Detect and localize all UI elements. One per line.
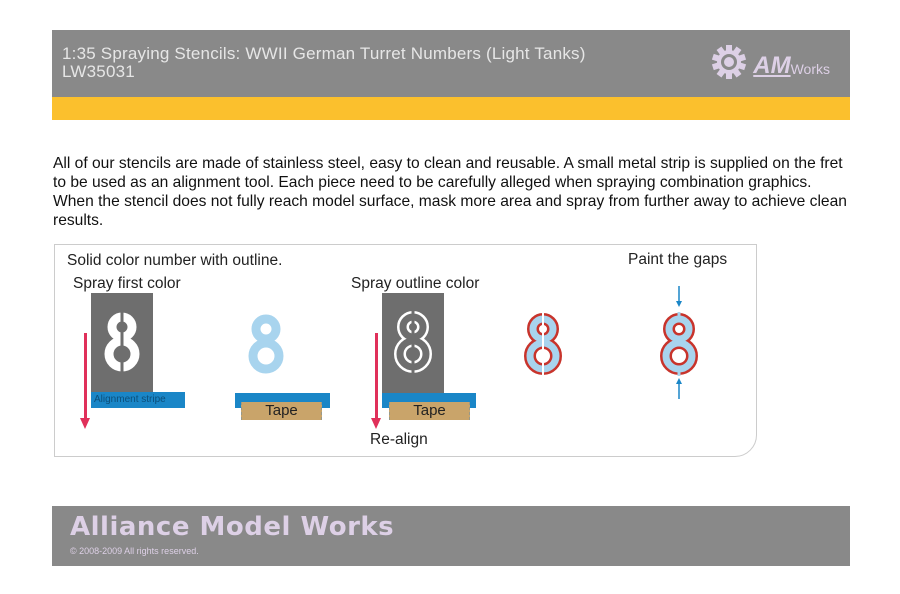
intro-paragraph: All of our stencils are made of stainles… (53, 155, 847, 229)
brand-logo: AM Works (711, 44, 830, 80)
company-name: Alliance Model Works (70, 512, 395, 542)
tape: Tape (389, 402, 470, 420)
down-arrow-icon (371, 333, 381, 429)
footer-bar: Alliance Model Works © 2008-2009 All rig… (52, 506, 850, 566)
gear-icon (712, 45, 747, 79)
step2-label: Spray outline color (351, 275, 480, 292)
title-text: 1:35 Spraying Stencils: WWII German Turr… (62, 44, 586, 63)
sprayed-digit (248, 314, 284, 374)
step3-label: Paint the gaps (628, 251, 728, 268)
instruction-diagram (54, 244, 757, 457)
stencil-digit-outline (394, 306, 432, 376)
diagram-heading: Solid color number with outline. (67, 252, 283, 269)
copyright: © 2008-2009 All rights reserved. (70, 546, 199, 556)
down-arrow-icon (80, 333, 90, 429)
product-title: 1:35 Spraying Stencils: WWII German Turr… (62, 45, 586, 81)
accent-stripe (52, 97, 850, 120)
logo-mark: AM (753, 52, 791, 79)
stencil-digit-solid (104, 306, 140, 376)
outlined-digit-with-gaps (524, 308, 562, 378)
step1-label: Spray first color (73, 275, 181, 292)
alignment-stripe: Alignment stripe (91, 392, 185, 408)
product-code: LW35031 (62, 62, 135, 81)
gap-arrow-down-icon (676, 286, 682, 307)
tape: Tape (241, 402, 322, 420)
header-bar: 1:35 Spraying Stencils: WWII German Turr… (52, 30, 850, 97)
logo-suffix: Works (790, 61, 830, 77)
finished-digit (660, 312, 698, 376)
realign-label: Re-align (370, 431, 428, 448)
gap-arrow-up-icon (676, 378, 682, 399)
